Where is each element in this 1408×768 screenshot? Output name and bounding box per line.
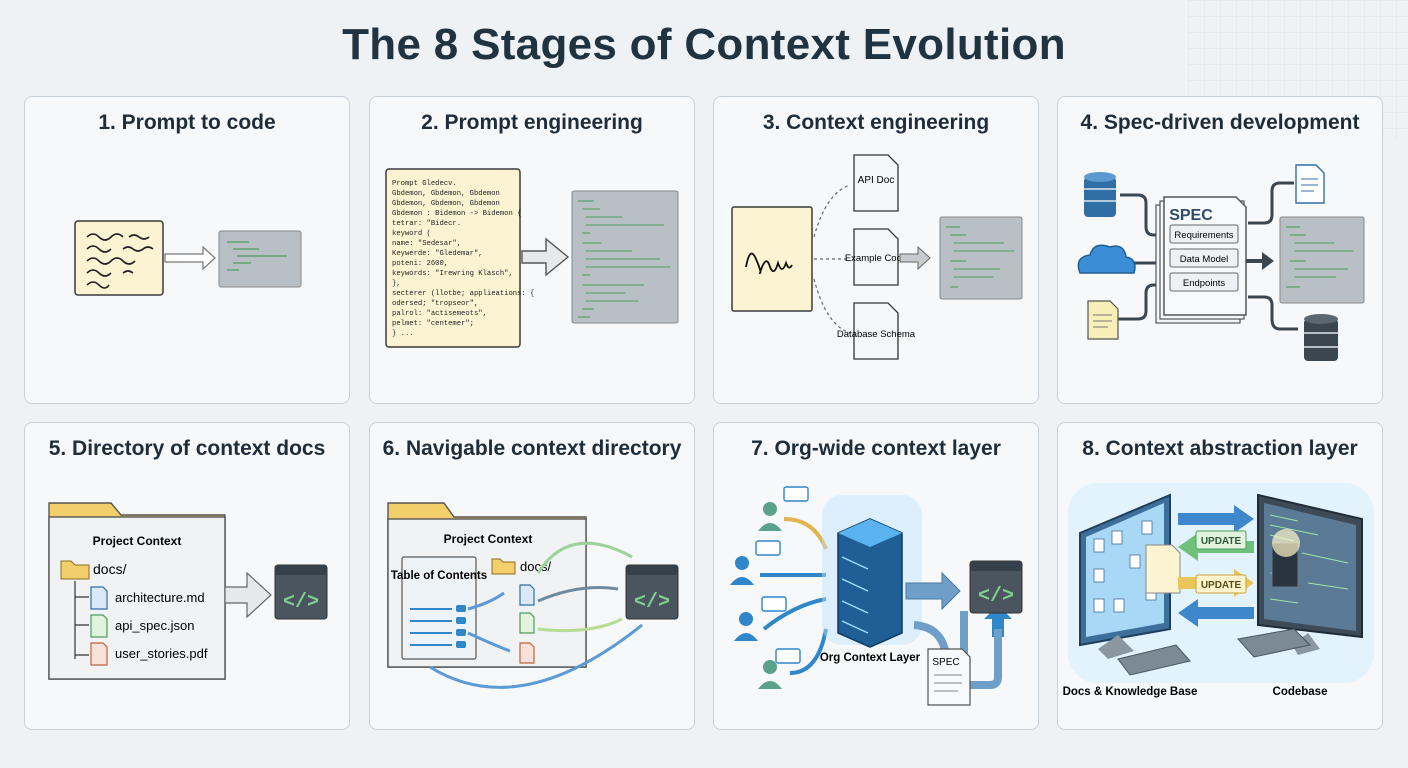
prompt-line: poteni: 2600, (392, 260, 448, 268)
page-title: The 8 Stages of Context Evolution (342, 20, 1066, 69)
stage-panel-3: 3. Context engineering API Doc Example C… (713, 96, 1039, 404)
database-icon (1304, 314, 1338, 361)
prompt-line: keywords: "Irewring Klasch", (392, 270, 513, 278)
md-file-icon (90, 586, 108, 610)
chat-bubble-icons (755, 486, 809, 664)
spec-title: SPEC (1169, 207, 1213, 224)
stage-title: 8. Context abstraction layer (1082, 437, 1358, 460)
navigable-directory-illustration: Project Context Table of Contents docs/ (387, 502, 679, 689)
prompt-line: Keywerde: "Gledemar", (392, 250, 483, 258)
prompt-line: palrol: "actisemeots", (392, 310, 487, 318)
code-window-icon: </> (969, 560, 1023, 614)
stage-title: 4. Spec-driven development (1080, 111, 1360, 134)
svg-text:</>: </> (634, 591, 670, 614)
spec-doc-label: SPEC (932, 657, 959, 668)
prompt-line: odersed; "tropseor", (392, 300, 478, 308)
codebase-label: Codebase (1273, 686, 1328, 698)
org-context-illustration: Org Context Layer </> SPEC (730, 486, 1023, 706)
pdf-file-icon (90, 642, 108, 666)
prompt-to-code-illustration (74, 220, 302, 296)
svg-text:</>: </> (978, 585, 1014, 608)
prompt-engineering-illustration: Prompt Gledecv. Gbdemon, Gbdemon, Gbdemo… (385, 168, 679, 348)
stage-panel-5: 5. Directory of context docs Project Con… (24, 422, 350, 730)
cloud-icon (1077, 244, 1136, 274)
stage-title: 1. Prompt to code (98, 111, 276, 134)
spec-item: Endpoints (1183, 278, 1226, 289)
json-file-icon (90, 614, 108, 638)
stage-title: 7. Org-wide context layer (751, 437, 1001, 460)
prompt-line: keyword ( (392, 230, 431, 238)
example-code-label: Example Code (845, 253, 907, 264)
stage-title: 5. Directory of context docs (48, 437, 326, 460)
spec-driven-illustration: SPEC Requirements Data Model Endpoints (1077, 164, 1365, 361)
stage-panel-8: 8. Context abstraction layer (1057, 422, 1383, 730)
codebase-monitor (1237, 493, 1363, 658)
docs-kb-label: Docs & Knowledge Base (1063, 686, 1198, 698)
abstraction-layer-illustration: UPDATE UPDATE Docs & Knowledge Base Code… (1063, 483, 1374, 698)
file-label: architecture.md (115, 590, 205, 605)
prompt-line: tetrar: "Bidecr. (392, 220, 461, 228)
context-engineering-illustration: API Doc Example Code Database Schema (731, 154, 1023, 360)
prompt-line: secterer (llotbe; applieations: { (392, 290, 534, 298)
file-label: user_stories.pdf (115, 646, 208, 661)
folder-name: docs/ (520, 559, 551, 574)
prompt-line: Gbdemon : Bidemon -> Bidemon { (392, 210, 521, 218)
stage-title: 6. Navigable context directory (382, 437, 682, 460)
folder-title: Project Context (444, 532, 533, 546)
prompt-line: } ... (392, 330, 414, 338)
code-window-icon: </> (625, 564, 679, 620)
prompt-line: Prompt Gledecv. (392, 180, 457, 188)
database-icon (1084, 172, 1116, 217)
stage-title: 3. Context engineering (762, 111, 990, 134)
file-icon (1295, 164, 1325, 204)
context-docs-illustration: Project Context docs/ architecture.md ap… (48, 502, 328, 680)
file-label: api_spec.json (115, 618, 195, 633)
prompt-line: Gbdemon, Gbdemon, Gbdemon (392, 200, 500, 208)
update-badge: UPDATE (1201, 580, 1242, 591)
docs-monitor (1079, 493, 1191, 676)
svg-text:</>: </> (283, 591, 319, 614)
stage-panel-4: 4. Spec-driven development SPEC (1057, 96, 1383, 404)
prompt-line: }, (392, 280, 401, 288)
org-context-label: Org Context Layer (820, 652, 921, 664)
database-schema-label: Database Schema (837, 329, 916, 340)
document-icon (1087, 300, 1119, 340)
prompt-line: pelmet: "centemer"; (392, 320, 474, 328)
update-badge: UPDATE (1201, 536, 1242, 547)
spec-item: Data Model (1180, 254, 1229, 265)
code-window-icon: </> (274, 564, 328, 620)
prompt-line: name: "Sedesar", (392, 240, 461, 248)
toc-title: Table of Contents (391, 570, 487, 582)
stage-title: 2. Prompt engineering (421, 111, 643, 134)
folder-title: Project Context (93, 534, 182, 548)
stage-panel-1: 1. Prompt to code (24, 96, 350, 404)
api-doc-label: API Doc (858, 175, 895, 186)
folder-name: docs/ (93, 561, 127, 577)
stage-panel-7: 7. Org-wide context layer (713, 422, 1039, 730)
user-icons (730, 502, 782, 689)
spec-item: Requirements (1174, 230, 1233, 241)
stage-panel-6: 6. Navigable context directory Project C… (369, 422, 695, 730)
server-icon (837, 518, 903, 648)
prompt-line: Gbdemon, Gbdemon, Gbdemon (392, 190, 500, 198)
stage-panel-2: 2. Prompt engineering Prompt Gledecv. Gb… (369, 96, 695, 404)
